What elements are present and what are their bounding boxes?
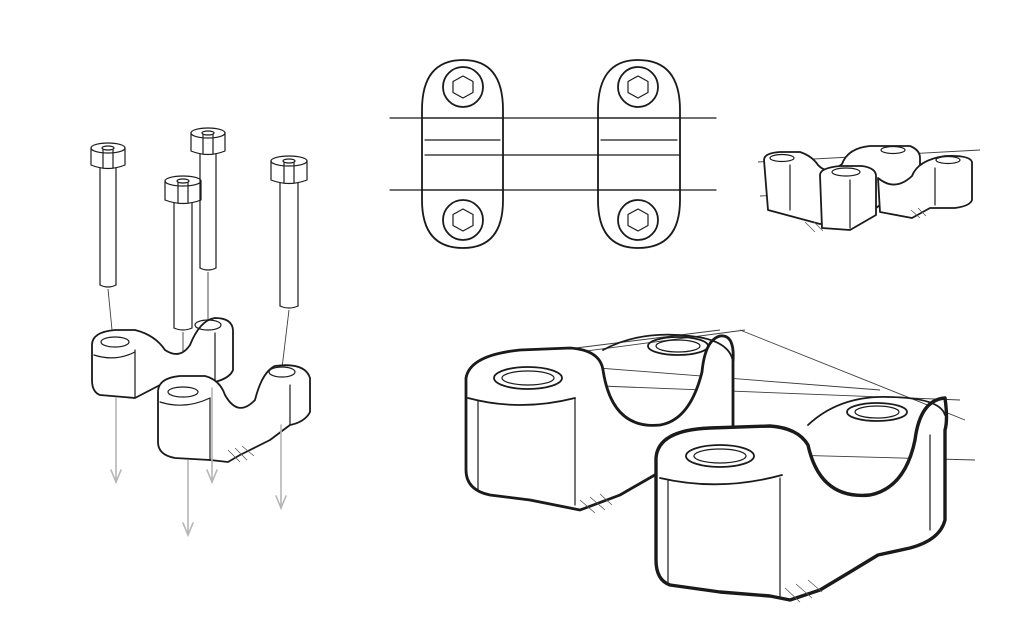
bolt-1 <box>90 142 126 288</box>
exploded-view <box>90 127 311 538</box>
top-clamp-left <box>421 59 504 249</box>
bolt-4 <box>270 155 308 309</box>
iso-large-view <box>464 329 976 603</box>
bolt-3 <box>164 175 202 331</box>
exploded-arrows <box>110 387 287 538</box>
clamp-front <box>157 364 311 463</box>
top-clamp-right <box>597 59 681 249</box>
top-view <box>389 59 717 249</box>
iso-clamp-front <box>654 396 949 603</box>
bolt-2 <box>190 127 226 271</box>
iso-small-view <box>757 145 981 233</box>
